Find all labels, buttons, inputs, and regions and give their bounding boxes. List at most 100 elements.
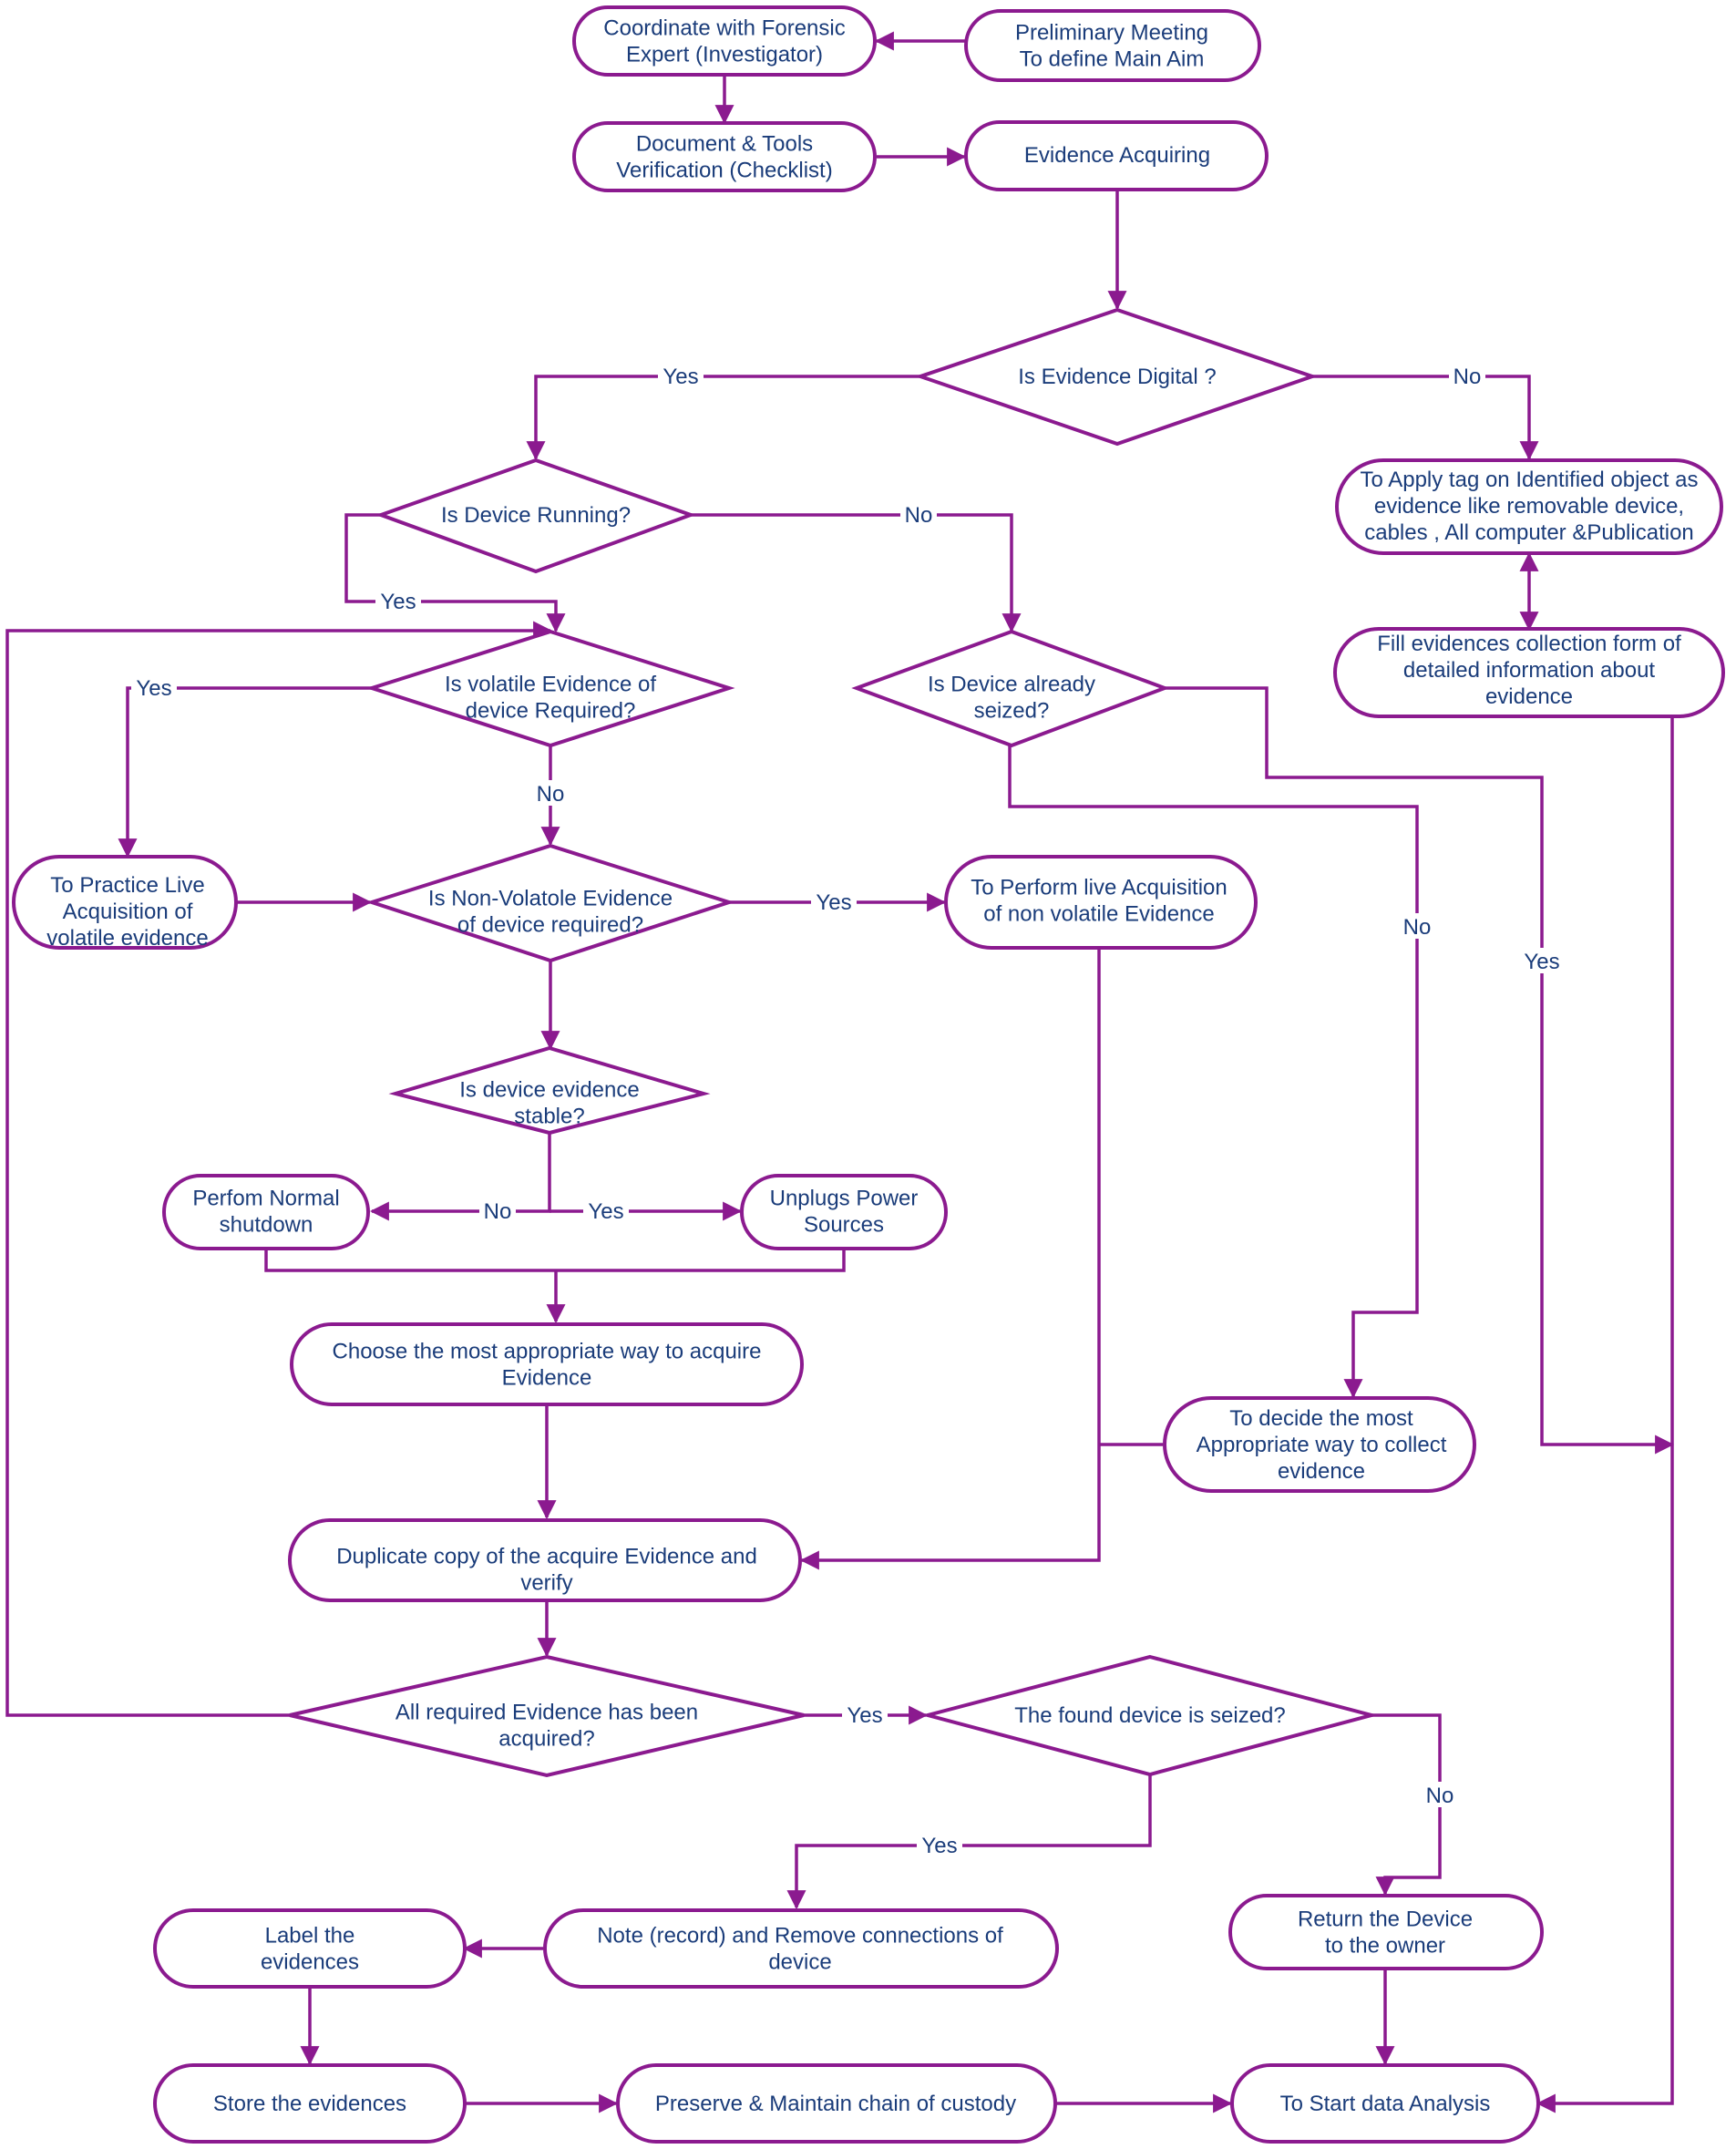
node-label-line: to the owner [1325,1934,1445,1959]
label-acquired-yes: Yes [842,1702,888,1728]
svg-text:No: No [1403,915,1432,940]
svg-text:Yes: Yes [921,1834,957,1858]
label-found-no: No [1422,1782,1458,1808]
node-label-line: To decide the most [1229,1406,1413,1431]
node-label-line: device Required? [466,699,636,724]
node-found-seized: The found device is seized? [920,1654,1379,1777]
node-label-line: Acquisition of [63,900,193,924]
node-preserve: Preserve & Maintain chain of custody [616,2063,1057,2144]
node-label-line: Label the [265,1924,355,1948]
node-label-line: Is Evidence Digital ? [1018,365,1216,389]
label-digital-no: No [1449,363,1485,389]
node-label-line: evidence [1278,1459,1365,1484]
node-label-line: Expert (Investigator) [626,43,823,67]
node-label-line: acquired? [498,1727,594,1752]
edge-seized-no [1008,745,1419,1399]
edge-running-no [691,513,1022,633]
node-label-line: volatile evidence [46,926,208,951]
node-label-line: of non volatile Evidence [983,902,1215,927]
node-label-line: Appropriate way to collect [1197,1433,1447,1457]
node-label-line: Perfom Normal [192,1187,339,1211]
node-label-duplicate: Duplicate copy of the acquire Evidence a… [336,1545,757,1596]
edge-running-yes [344,513,566,633]
edge-stable-no [369,1133,551,1221]
svg-text:No: No [537,782,565,807]
node-label-line: Fill evidences collection form of [1377,632,1681,656]
label-found-yes: Yes [917,1832,962,1858]
node-label-line: Evidence Acquiring [1024,143,1210,168]
svg-text:Yes: Yes [816,890,851,915]
node-store: Store the evidences [153,2063,467,2144]
node-label-analysis: To Start data Analysis [1280,2092,1491,2116]
node-label-line: Document & Tools [636,132,813,157]
svg-text:No: No [905,503,933,528]
label-volatile-yes: Yes [131,674,177,701]
svg-text:No: No [1454,365,1482,389]
node-duplicate: Duplicate copy of the acquire Evidence a… [288,1518,802,1602]
node-label-line: To Perform live Acquisition [971,876,1227,900]
label-stable-yes: Yes [583,1198,629,1224]
svg-text:No: No [484,1199,512,1224]
edge-shutdown-merge [264,1248,846,1272]
node-label-acquiring: Evidence Acquiring [1024,143,1210,168]
node-label-line: To Practice Live [50,873,204,898]
node-label-choose-way: Choose the most appropriate way to acqui… [333,1340,762,1391]
edge-seized-yes [1165,686,1675,1455]
edge-digital-yes [526,375,920,461]
label-volatile-no: No [532,780,569,807]
node-label-line: Note (record) and Remove connections of [597,1924,1003,1948]
node-label-line: Is volatile Evidence of [445,673,656,697]
node-label-line: Is Device already [928,673,1095,697]
node-label-line: Verification (Checklist) [616,159,832,183]
svg-text:Yes: Yes [380,590,416,614]
edge-volatile-yes [118,686,372,859]
svg-text:Yes: Yes [663,365,698,389]
node-is-digital: Is Evidence Digital ? [914,307,1319,447]
svg-text:Yes: Yes [588,1199,623,1224]
label-seized-no: No [1399,913,1435,940]
node-label-line: Is Device Running? [441,503,631,528]
node-label-store: Store the evidences [213,2092,406,2116]
node-label-line: Duplicate copy of the acquire Evidence a… [336,1545,757,1569]
svg-text:No: No [1426,1784,1454,1808]
node-acquiring: Evidence Acquiring [964,120,1269,191]
node-label-line: Sources [804,1213,884,1238]
node-analysis: To Start data Analysis [1230,2063,1540,2144]
node-label-line: Evidence [502,1366,592,1391]
node-label-line: stable? [514,1105,584,1129]
node-label-line: detailed information about [1403,658,1656,683]
svg-text:Yes: Yes [1524,950,1559,974]
node-label-line: Unplugs Power [770,1187,919,1211]
edge-acquired-no-loop [5,621,553,1717]
node-label-line: Coordinate with Forensic [603,16,845,41]
label-running-yes: Yes [375,588,421,614]
node-label-line: The found device is seized? [1014,1703,1286,1728]
edge-form-analysis [1536,718,1674,2113]
